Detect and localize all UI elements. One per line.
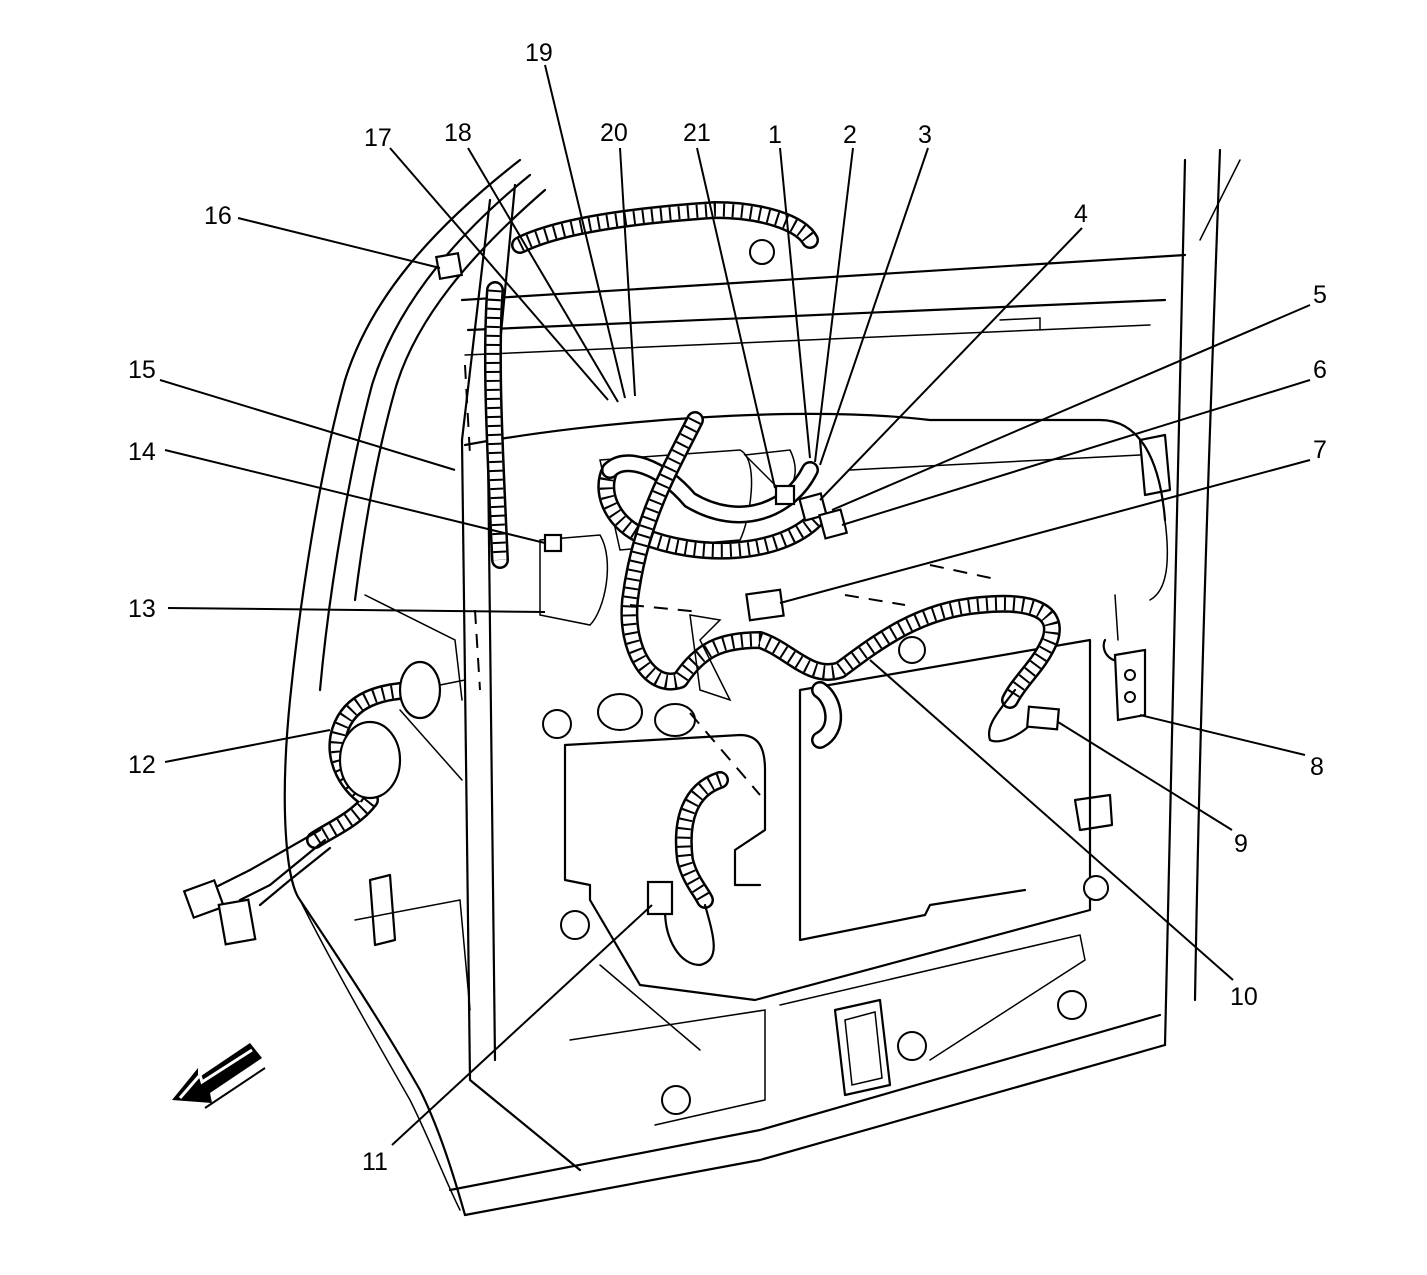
callout-4: 4 bbox=[1074, 200, 1088, 228]
connector-9 bbox=[1025, 705, 1061, 731]
callout-3: 3 bbox=[918, 121, 932, 149]
connector-16 bbox=[434, 251, 464, 281]
callout-12: 12 bbox=[128, 751, 156, 779]
connector-12b bbox=[217, 898, 257, 946]
callout-19: 19 bbox=[525, 39, 553, 67]
callout-15: 15 bbox=[128, 356, 156, 384]
callout-17: 17 bbox=[364, 124, 392, 152]
connector-12a bbox=[182, 878, 226, 920]
connector-14 bbox=[543, 533, 563, 553]
connector-4 bbox=[798, 492, 828, 522]
callout-14: 14 bbox=[128, 438, 156, 466]
leader-lines bbox=[159, 64, 1311, 1146]
connectors bbox=[182, 251, 1061, 946]
callout-11: 11 bbox=[362, 1148, 388, 1176]
callout-2: 2 bbox=[843, 121, 857, 149]
callout-8: 8 bbox=[1310, 753, 1324, 781]
dashed-routing bbox=[464, 364, 1001, 796]
callout-9: 9 bbox=[1234, 830, 1248, 858]
callout-1: 1 bbox=[768, 121, 782, 149]
callout-20: 20 bbox=[600, 119, 628, 147]
panel-holes bbox=[542, 239, 1109, 1115]
callout-labels: 1 2 3 4 5 6 7 8 9 10 11 12 13 14 15 16 1… bbox=[128, 39, 1327, 1176]
callout-21: 21 bbox=[683, 119, 711, 147]
callout-5: 5 bbox=[1313, 281, 1327, 309]
callout-13: 13 bbox=[128, 595, 156, 623]
connector-7 bbox=[745, 588, 785, 622]
callout-10: 10 bbox=[1230, 983, 1258, 1011]
connector-6 bbox=[817, 508, 849, 540]
callout-16: 16 bbox=[204, 202, 232, 230]
callout-18: 18 bbox=[444, 119, 472, 147]
callout-6: 6 bbox=[1313, 356, 1327, 384]
callout-7: 7 bbox=[1313, 436, 1327, 464]
connector-11 bbox=[646, 880, 674, 916]
connector-21 bbox=[774, 484, 796, 506]
front-direction-arrow-icon bbox=[172, 1043, 266, 1109]
